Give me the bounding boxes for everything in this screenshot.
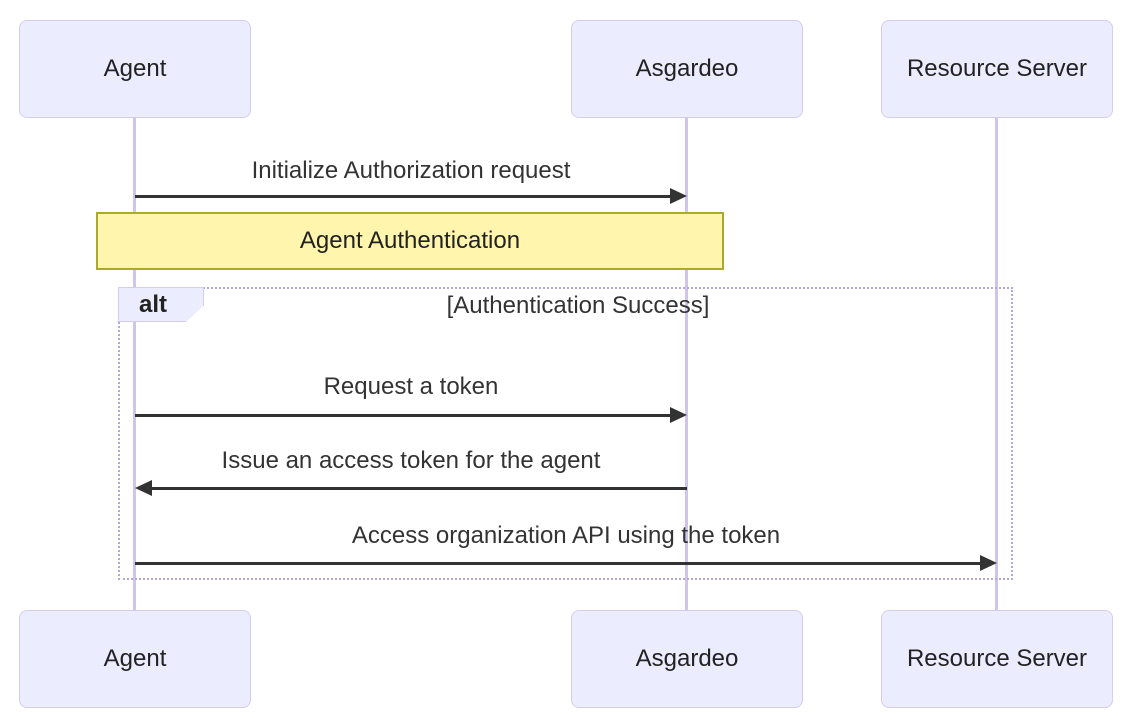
note-agent-authentication: Agent Authentication	[96, 212, 724, 270]
actor-label: Asgardeo	[635, 55, 739, 82]
arrowhead-right-icon	[670, 188, 687, 204]
actor-label: Asgardeo	[635, 645, 739, 672]
actor-box-agent-top: Agent	[19, 20, 251, 118]
message-arrow-issue-access-token	[135, 480, 687, 496]
message-arrow-initialize-authorization-request	[135, 188, 687, 204]
arrowhead-right-icon	[670, 407, 687, 423]
actor-box-asgardeo-top: Asgardeo	[571, 20, 803, 118]
actor-box-resource-server-bottom: Resource Server	[881, 610, 1113, 708]
arrow-line	[135, 562, 983, 565]
alt-frame	[118, 287, 1013, 580]
alt-operator-label: alt	[138, 290, 167, 318]
actor-label: Agent	[103, 645, 167, 672]
message-arrow-request-a-token	[135, 407, 687, 423]
message-label-request-a-token: Request a token	[323, 373, 499, 400]
lifeline-resource-server	[995, 118, 998, 611]
actor-label: Resource Server	[906, 55, 1088, 82]
message-label-issue-access-token: Issue an access token for the agent	[221, 447, 601, 474]
arrow-line	[135, 195, 673, 198]
actor-box-agent-bottom: Agent	[19, 610, 251, 708]
arrowhead-left-icon	[135, 480, 152, 496]
message-label-initialize-authorization-request: Initialize Authorization request	[251, 157, 571, 184]
arrow-line	[135, 414, 673, 417]
actor-box-resource-server-top: Resource Server	[881, 20, 1113, 118]
alt-condition-label: [Authentication Success]	[446, 292, 710, 319]
arrow-line	[149, 487, 687, 490]
note-label: Agent Authentication	[299, 227, 521, 254]
arrowhead-right-icon	[980, 555, 997, 571]
actor-label: Agent	[103, 55, 167, 82]
actor-label: Resource Server	[906, 645, 1088, 672]
lifeline-asgardeo	[685, 118, 688, 611]
actor-box-asgardeo-bottom: Asgardeo	[571, 610, 803, 708]
lifeline-agent	[133, 118, 136, 611]
message-label-access-organization-api: Access organization API using the token	[351, 522, 781, 549]
message-arrow-access-organization-api	[135, 555, 997, 571]
alt-operator-tag: alt	[118, 287, 204, 322]
